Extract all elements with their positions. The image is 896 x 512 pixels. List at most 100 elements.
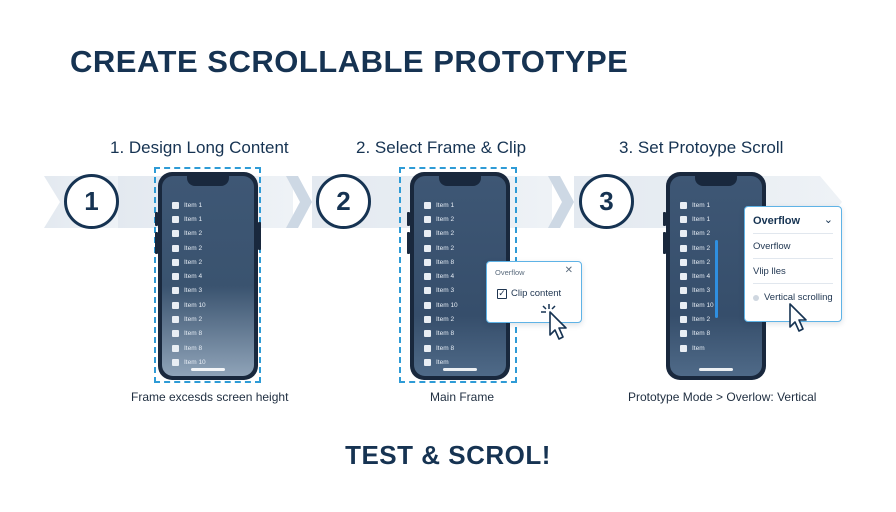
list-item[interactable]: Item 2 [680,312,714,326]
list-item[interactable]: Item 3 [172,284,206,298]
checkbox-icon[interactable] [172,273,179,281]
checkbox-icon[interactable] [424,215,431,223]
list-item[interactable]: Item 1 [680,212,714,226]
overflow-dropdown-header[interactable]: Overflow [753,215,801,227]
list-item[interactable]: Item 2 [680,255,714,269]
list-item[interactable]: Item [680,341,714,355]
list-item[interactable]: Item 2 [172,241,206,255]
checkbox-icon[interactable] [424,358,431,366]
checkbox-icon[interactable] [172,287,179,295]
checkbox-icon[interactable] [424,258,431,266]
list-item[interactable]: Item 8 [680,327,714,341]
list-item-label: Item 2 [692,316,711,324]
checkbox-icon[interactable] [680,301,687,309]
overflow-option-vertical-scrolling[interactable]: Vertical scrolling [753,292,833,303]
checkbox-icon[interactable] [424,287,431,295]
list-item[interactable]: Item 2 [172,312,206,326]
list-item[interactable]: Item 2 [172,227,206,241]
checkbox-icon[interactable] [172,358,179,366]
list-item[interactable]: Item 8 [172,341,206,355]
list-item[interactable]: Item 4 [680,269,714,283]
radio-icon[interactable] [753,294,759,301]
checkbox-icon[interactable] [424,330,431,338]
list-item-label: Item 1 [184,215,203,223]
checkbox-icon[interactable] [172,316,179,324]
list-item-label: Item [692,344,705,352]
step-1-number-circle: 1 [64,174,119,229]
list-item[interactable]: Item 2 [680,227,714,241]
list-item[interactable]: Item 8 [424,327,458,341]
checkbox-icon[interactable] [424,273,431,281]
list-item[interactable]: Item 3 [424,284,458,298]
checkbox-icon[interactable] [680,330,687,338]
list-item-label: Item [436,358,449,366]
list-item[interactable]: Item 1 [424,198,458,212]
list-item[interactable]: Item 10 [680,298,714,312]
clip-content-option[interactable]: ✓ Clip content [497,288,561,299]
list-item[interactable]: Item 8 [424,341,458,355]
list-item-label: Item 1 [692,201,711,209]
checkbox-icon[interactable] [680,230,687,238]
list-item[interactable]: Item 1 [680,198,714,212]
list-item[interactable]: Item 8 [172,327,206,341]
list-item[interactable]: Item 10 [172,298,206,312]
list-item[interactable]: Item 1 [172,198,206,212]
checkbox-icon[interactable] [680,273,687,281]
checkbox-checked-icon[interactable]: ✓ [497,288,507,299]
checkbox-icon[interactable] [172,230,179,238]
phone-side-button [407,232,410,254]
list-item-label: Item 2 [184,230,203,238]
list-item[interactable]: Item 2 [424,241,458,255]
overflow-dropdown[interactable]: Overflow ⌄ Overflow Vlip lles Vertical s… [744,206,842,322]
checkbox-icon[interactable] [680,201,687,209]
list-item[interactable]: Item [424,355,458,369]
checkbox-icon[interactable] [424,230,431,238]
checkbox-icon[interactable] [680,344,687,352]
list-item[interactable]: Item 4 [172,269,206,283]
scroll-indicator[interactable] [715,240,718,318]
list-item[interactable]: Item 3 [680,284,714,298]
list-item[interactable]: Item 10 [172,355,206,369]
checkbox-icon[interactable] [172,258,179,266]
checkbox-icon[interactable] [172,330,179,338]
checkbox-icon[interactable] [172,301,179,309]
list-item[interactable]: Item 2 [680,241,714,255]
overflow-option[interactable]: Vlip lles [753,266,786,277]
checkbox-icon[interactable] [680,316,687,324]
checkbox-icon[interactable] [172,215,179,223]
close-icon[interactable]: ✕ [564,265,573,276]
checkbox-icon[interactable] [680,215,687,223]
chevron-down-icon[interactable]: ⌄ [823,214,833,226]
phone-side-button [258,222,261,250]
checkbox-icon[interactable] [172,201,179,209]
list-item[interactable]: Item 10 [424,298,458,312]
divider [753,258,833,259]
checkbox-icon[interactable] [172,344,179,352]
overflow-option-label: Vertical scrolling [764,292,833,303]
overflow-option[interactable]: Overflow [753,241,790,252]
checkbox-icon[interactable] [172,244,179,252]
checkbox-icon[interactable] [424,316,431,324]
list-item[interactable]: Item 2 [172,255,206,269]
list-item[interactable]: Item 1 [172,212,206,226]
checkbox-icon[interactable] [680,258,687,266]
list-item-label: Item 4 [436,273,455,281]
list-item-label: Item 10 [692,301,714,309]
checkbox-icon[interactable] [424,201,431,209]
list-item[interactable]: Item 2 [424,312,458,326]
list-item[interactable]: Item 4 [424,269,458,283]
list-item-label: Item 1 [692,215,711,223]
checkbox-icon[interactable] [680,287,687,295]
list-item[interactable]: Item 8 [424,255,458,269]
list-item[interactable]: Item 2 [424,212,458,226]
checkbox-icon[interactable] [424,244,431,252]
list-item-label: Item 3 [184,287,203,295]
checkbox-icon[interactable] [680,244,687,252]
overflow-option-label: Overflow [753,241,791,252]
checkbox-icon[interactable] [424,344,431,352]
list-item[interactable]: Item 2 [424,227,458,241]
checkbox-icon[interactable] [424,301,431,309]
